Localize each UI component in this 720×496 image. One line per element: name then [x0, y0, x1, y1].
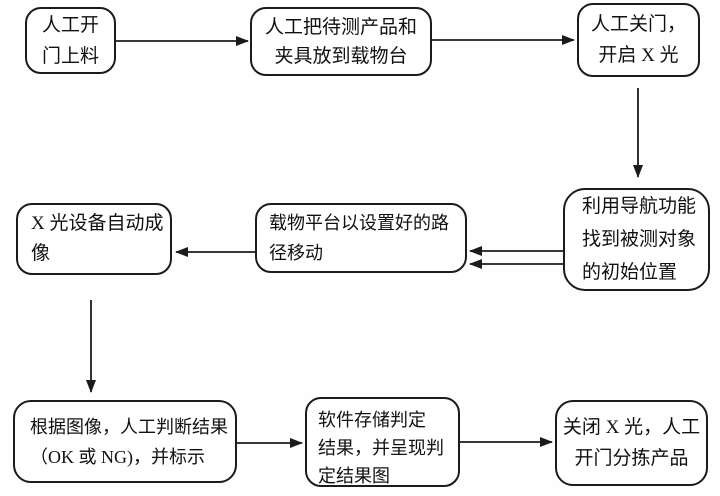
node-store-result: 软件存储判定 结果，并呈现判 定结果图: [305, 397, 460, 487]
node-navigate-initial-position: 利用导航功能 找到被测对象 的初始位置: [563, 188, 710, 291]
node-stage-move-path: 载物平台以设置好的路 径移动: [255, 203, 467, 273]
node-close-door-xray-on: 人工关门， 开启 X 光: [577, 3, 700, 77]
node-xray-auto-imaging: X 光设备自动成 像: [16, 203, 172, 275]
node-close-door-xray-on-label: 人工关门， 开启 X 光: [590, 14, 686, 66]
node-place-product: 人工把待测产品和 夹具放到载物台: [250, 7, 432, 76]
node-navigate-initial-position-label: 利用导航功能 找到被测对象 的初始位置: [582, 196, 697, 283]
node-manual-load: 人工开 门上料: [25, 7, 116, 74]
node-xray-off-sort-product-label: 关闭 X 光，人工 开门分拣产品: [562, 417, 701, 469]
node-manual-judge-result-label: 根据图像，人工判断结果 （OK 或 NG)，并标示: [30, 416, 228, 467]
node-store-result-label: 软件存储判定 结果，并呈现判 定结果图: [318, 410, 444, 486]
node-place-product-label: 人工把待测产品和 夹具放到载物台: [264, 16, 417, 67]
node-manual-load-label: 人工开 门上料: [41, 14, 99, 67]
node-stage-move-path-label: 载物平台以设置好的路 径移动: [269, 213, 449, 263]
node-xray-off-sort-product: 关闭 X 光，人工 开门分拣产品: [555, 400, 708, 486]
node-xray-auto-imaging-label: X 光设备自动成 像: [31, 213, 164, 264]
node-manual-judge-result: 根据图像，人工判断结果 （OK 或 NG)，并标示: [13, 400, 237, 483]
